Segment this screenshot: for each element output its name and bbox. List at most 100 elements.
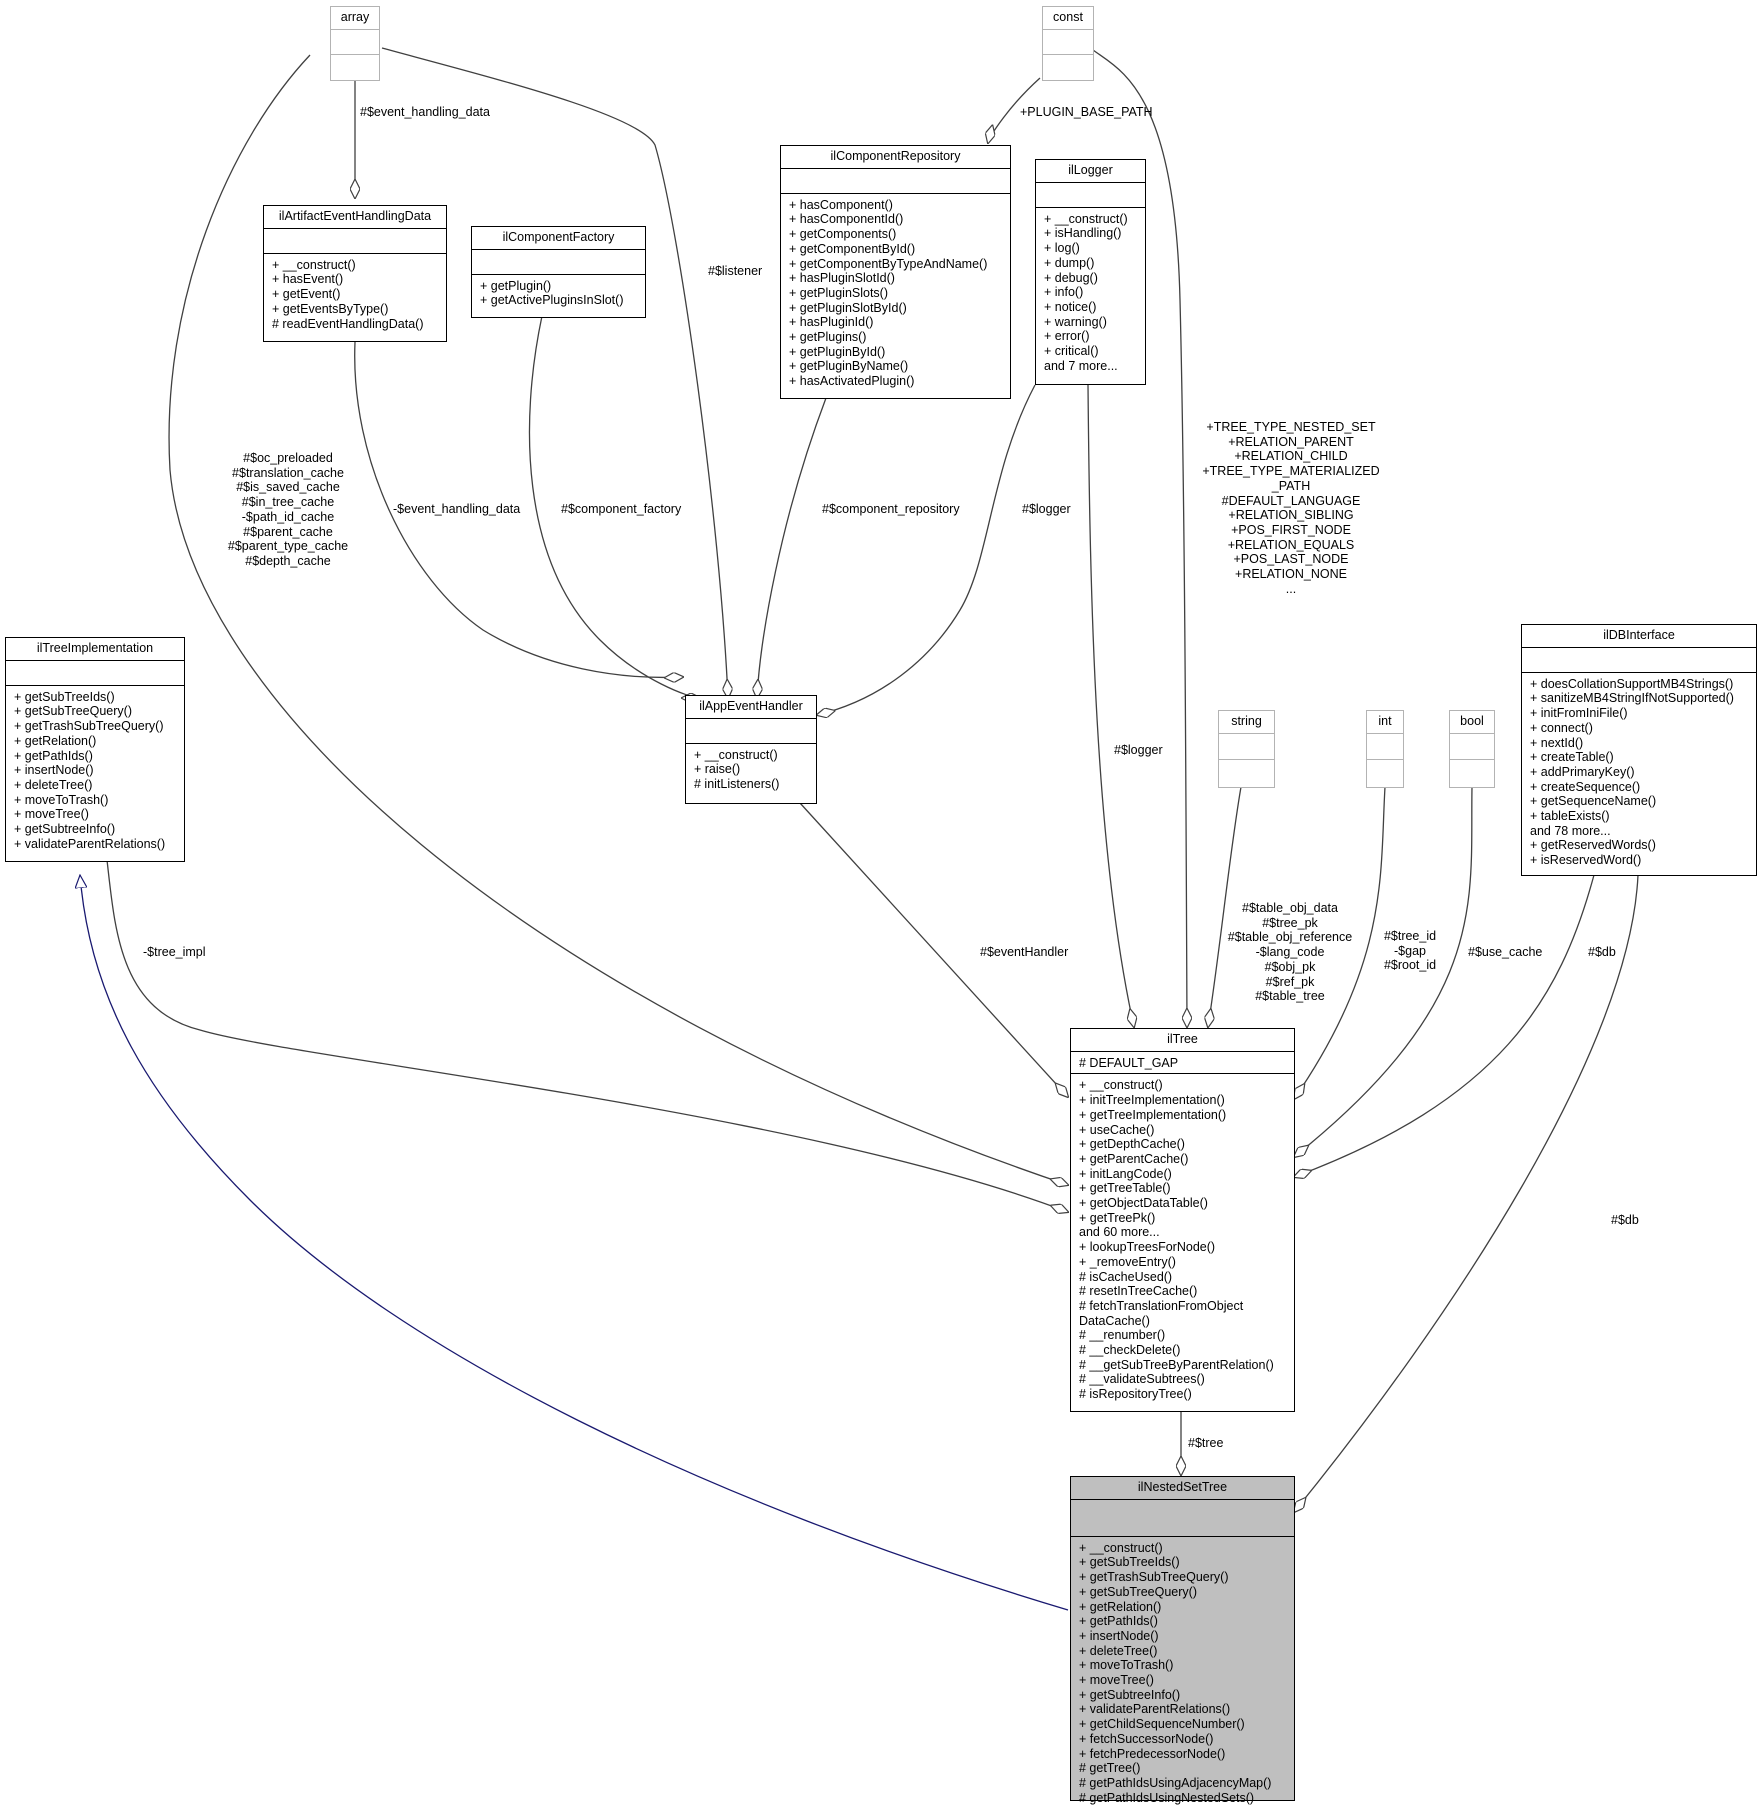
text-line: #DEFAULT_LANGUAGE	[1221, 493, 1361, 508]
edge-int-tree	[1294, 786, 1386, 1099]
label-int-to-tree: #$tree_id-$gap#$root_id	[1384, 929, 1436, 973]
text-line: # __getSubTreeByParentRelation()	[1079, 1357, 1274, 1372]
text-line: #$tree_id	[1383, 929, 1437, 943]
attributes-section	[331, 30, 379, 55]
class-name: ilComponentRepository	[781, 146, 1010, 169]
label-tree: #$tree	[1188, 1436, 1223, 1451]
text-line: + getSubTreeQuery()	[1079, 1584, 1197, 1599]
text-line: + moveTree()	[14, 807, 89, 822]
edge-logger-appeventhandler	[817, 384, 1036, 715]
edge-logger-tree	[1087, 384, 1134, 1027]
text-line: ...	[1285, 581, 1297, 596]
text-line: + hasComponent()	[789, 197, 893, 212]
text-line: #$obj_pk	[1264, 959, 1316, 974]
text-line: + initLangCode()	[1079, 1166, 1172, 1181]
text-line: + raise()	[694, 762, 741, 777]
label-logger-handler: #$logger	[1022, 502, 1071, 517]
text-line: +POS_FIRST_NODE	[1231, 522, 1351, 537]
class-name: ilAppEventHandler	[686, 696, 816, 719]
text-line: #$logger	[1022, 502, 1071, 516]
text-line: + getTreeTable()	[1079, 1181, 1171, 1196]
text-line: #$tree_pk	[1262, 915, 1318, 930]
text-line: + insertNode()	[1079, 1628, 1159, 1643]
text-line: + moveToTrash()	[14, 792, 109, 807]
text-line: +TREE_TYPE_MATERIALIZED	[1202, 464, 1380, 479]
text-line: _PATH	[1271, 478, 1311, 493]
text-line: + getSubTreeIds()	[14, 689, 115, 704]
methods-section: + doesCollationSupportMB4Strings()+ sani…	[1522, 673, 1756, 871]
text-line: +PLUGIN_BASE_PATH	[1020, 105, 1153, 119]
text-line: + getChildSequenceNumber()	[1079, 1717, 1245, 1732]
text-line: and 7 more...	[1044, 358, 1118, 373]
text-line: # __validateSubtrees()	[1079, 1372, 1205, 1387]
text-line: + getActivePluginsInSlot()	[480, 293, 624, 308]
text-line: + getObjectDataTable()	[1079, 1196, 1208, 1211]
text-line: + __construct()	[1044, 211, 1128, 226]
class-bool: bool	[1449, 710, 1495, 788]
text-line: #$logger	[1114, 743, 1163, 757]
text-line: + getRelation()	[1079, 1599, 1162, 1614]
methods-section: + __construct()+ initTreeImplementation(…	[1071, 1074, 1294, 1404]
label-event-handler: #$eventHandler	[980, 945, 1068, 960]
methods-section: + __construct()+ hasEvent()+ getEvent()+…	[264, 254, 446, 335]
text-line: + getParentCache()	[1079, 1151, 1189, 1166]
text-line: + fetchSuccessorNode()	[1079, 1731, 1214, 1746]
text-line: #$table_obj_reference	[1227, 930, 1353, 945]
text-line: -$lang_code	[1255, 945, 1325, 960]
edge-array-tree	[168, 54, 1068, 1185]
label-event-handling-data: -$event_handling_data	[393, 502, 520, 517]
text-line: + isReservedWord()	[1530, 853, 1642, 868]
text-line: + dump()	[1044, 255, 1095, 270]
text-line: -$event_handling_data	[393, 502, 521, 516]
class-ilComponentFactory: ilComponentFactory + getPlugin()+ getAct…	[471, 226, 646, 318]
attributes-section	[1522, 648, 1756, 673]
text-line: # DEFAULT_GAP	[1079, 1055, 1179, 1070]
text-line: + getEventsByType()	[272, 301, 389, 316]
text-line: + getSubtreeInfo()	[14, 822, 116, 837]
text-line: #$table_obj_data	[1242, 901, 1338, 915]
text-line: + getDepthCache()	[1079, 1137, 1185, 1152]
methods-section: + __construct()+ raise()# initListeners(…	[686, 744, 816, 795]
text-line: #$parent_cache	[243, 524, 333, 539]
attributes-section: # DEFAULT_GAP	[1071, 1052, 1294, 1075]
edge-componentfactory-appeventhandler	[528, 315, 700, 698]
text-line: +RELATION_CHILD	[1234, 449, 1348, 464]
text-line: + __construct()	[1079, 1078, 1163, 1093]
label-logger-tree: #$logger	[1114, 743, 1163, 758]
text-line: + addPrimaryKey()	[1530, 764, 1635, 779]
edge-treeimpl-tree	[106, 859, 1068, 1212]
text-line: + tableExists()	[1530, 809, 1610, 824]
text-line: + log()	[1044, 241, 1080, 256]
text-line: + error()	[1044, 329, 1090, 344]
text-line: #$listener	[708, 264, 763, 278]
text-line: + sanitizeMB4StringIfNotSupported()	[1530, 691, 1734, 706]
text-line: # __renumber()	[1079, 1328, 1166, 1343]
attributes-section	[264, 229, 446, 254]
class-ilArtifactEventHandlingData: ilArtifactEventHandlingData + __construc…	[263, 205, 447, 342]
edge-const-tree	[1092, 49, 1187, 1027]
text-line: #$table_tree	[1255, 989, 1325, 1004]
text-line: # resetInTreeCache()	[1079, 1284, 1198, 1299]
text-line: + initFromIniFile()	[1530, 706, 1628, 721]
text-line: DataCache()	[1079, 1313, 1150, 1328]
methods-section	[331, 55, 379, 73]
text-line: + getTreePk()	[1079, 1210, 1156, 1225]
attributes-section	[1450, 734, 1494, 760]
text-line: -$gap	[1394, 943, 1426, 958]
text-line: #$tree	[1188, 1436, 1224, 1450]
text-line: + getComponents()	[789, 227, 897, 242]
text-line: # getPathIdsUsingAdjacencyMap()	[1079, 1775, 1272, 1790]
label-component-repository: #$component_repository	[822, 502, 960, 517]
edge-string-tree	[1208, 786, 1242, 1027]
edge-nestedset-inherits-treeimpl	[80, 875, 1069, 1611]
text-line: + nextId()	[1530, 735, 1584, 750]
class-name: ilDBInterface	[1522, 625, 1756, 648]
text-line: #$ref_pk	[1265, 974, 1315, 989]
text-line: + deleteTree()	[1079, 1643, 1158, 1658]
attributes-section	[6, 661, 184, 686]
text-line: + getComponentByTypeAndName()	[789, 256, 988, 271]
edge-appeventhandler-tree	[799, 802, 1068, 1097]
class-name: ilArtifactEventHandlingData	[264, 206, 446, 229]
text-line: #$translation_cache	[232, 465, 344, 480]
